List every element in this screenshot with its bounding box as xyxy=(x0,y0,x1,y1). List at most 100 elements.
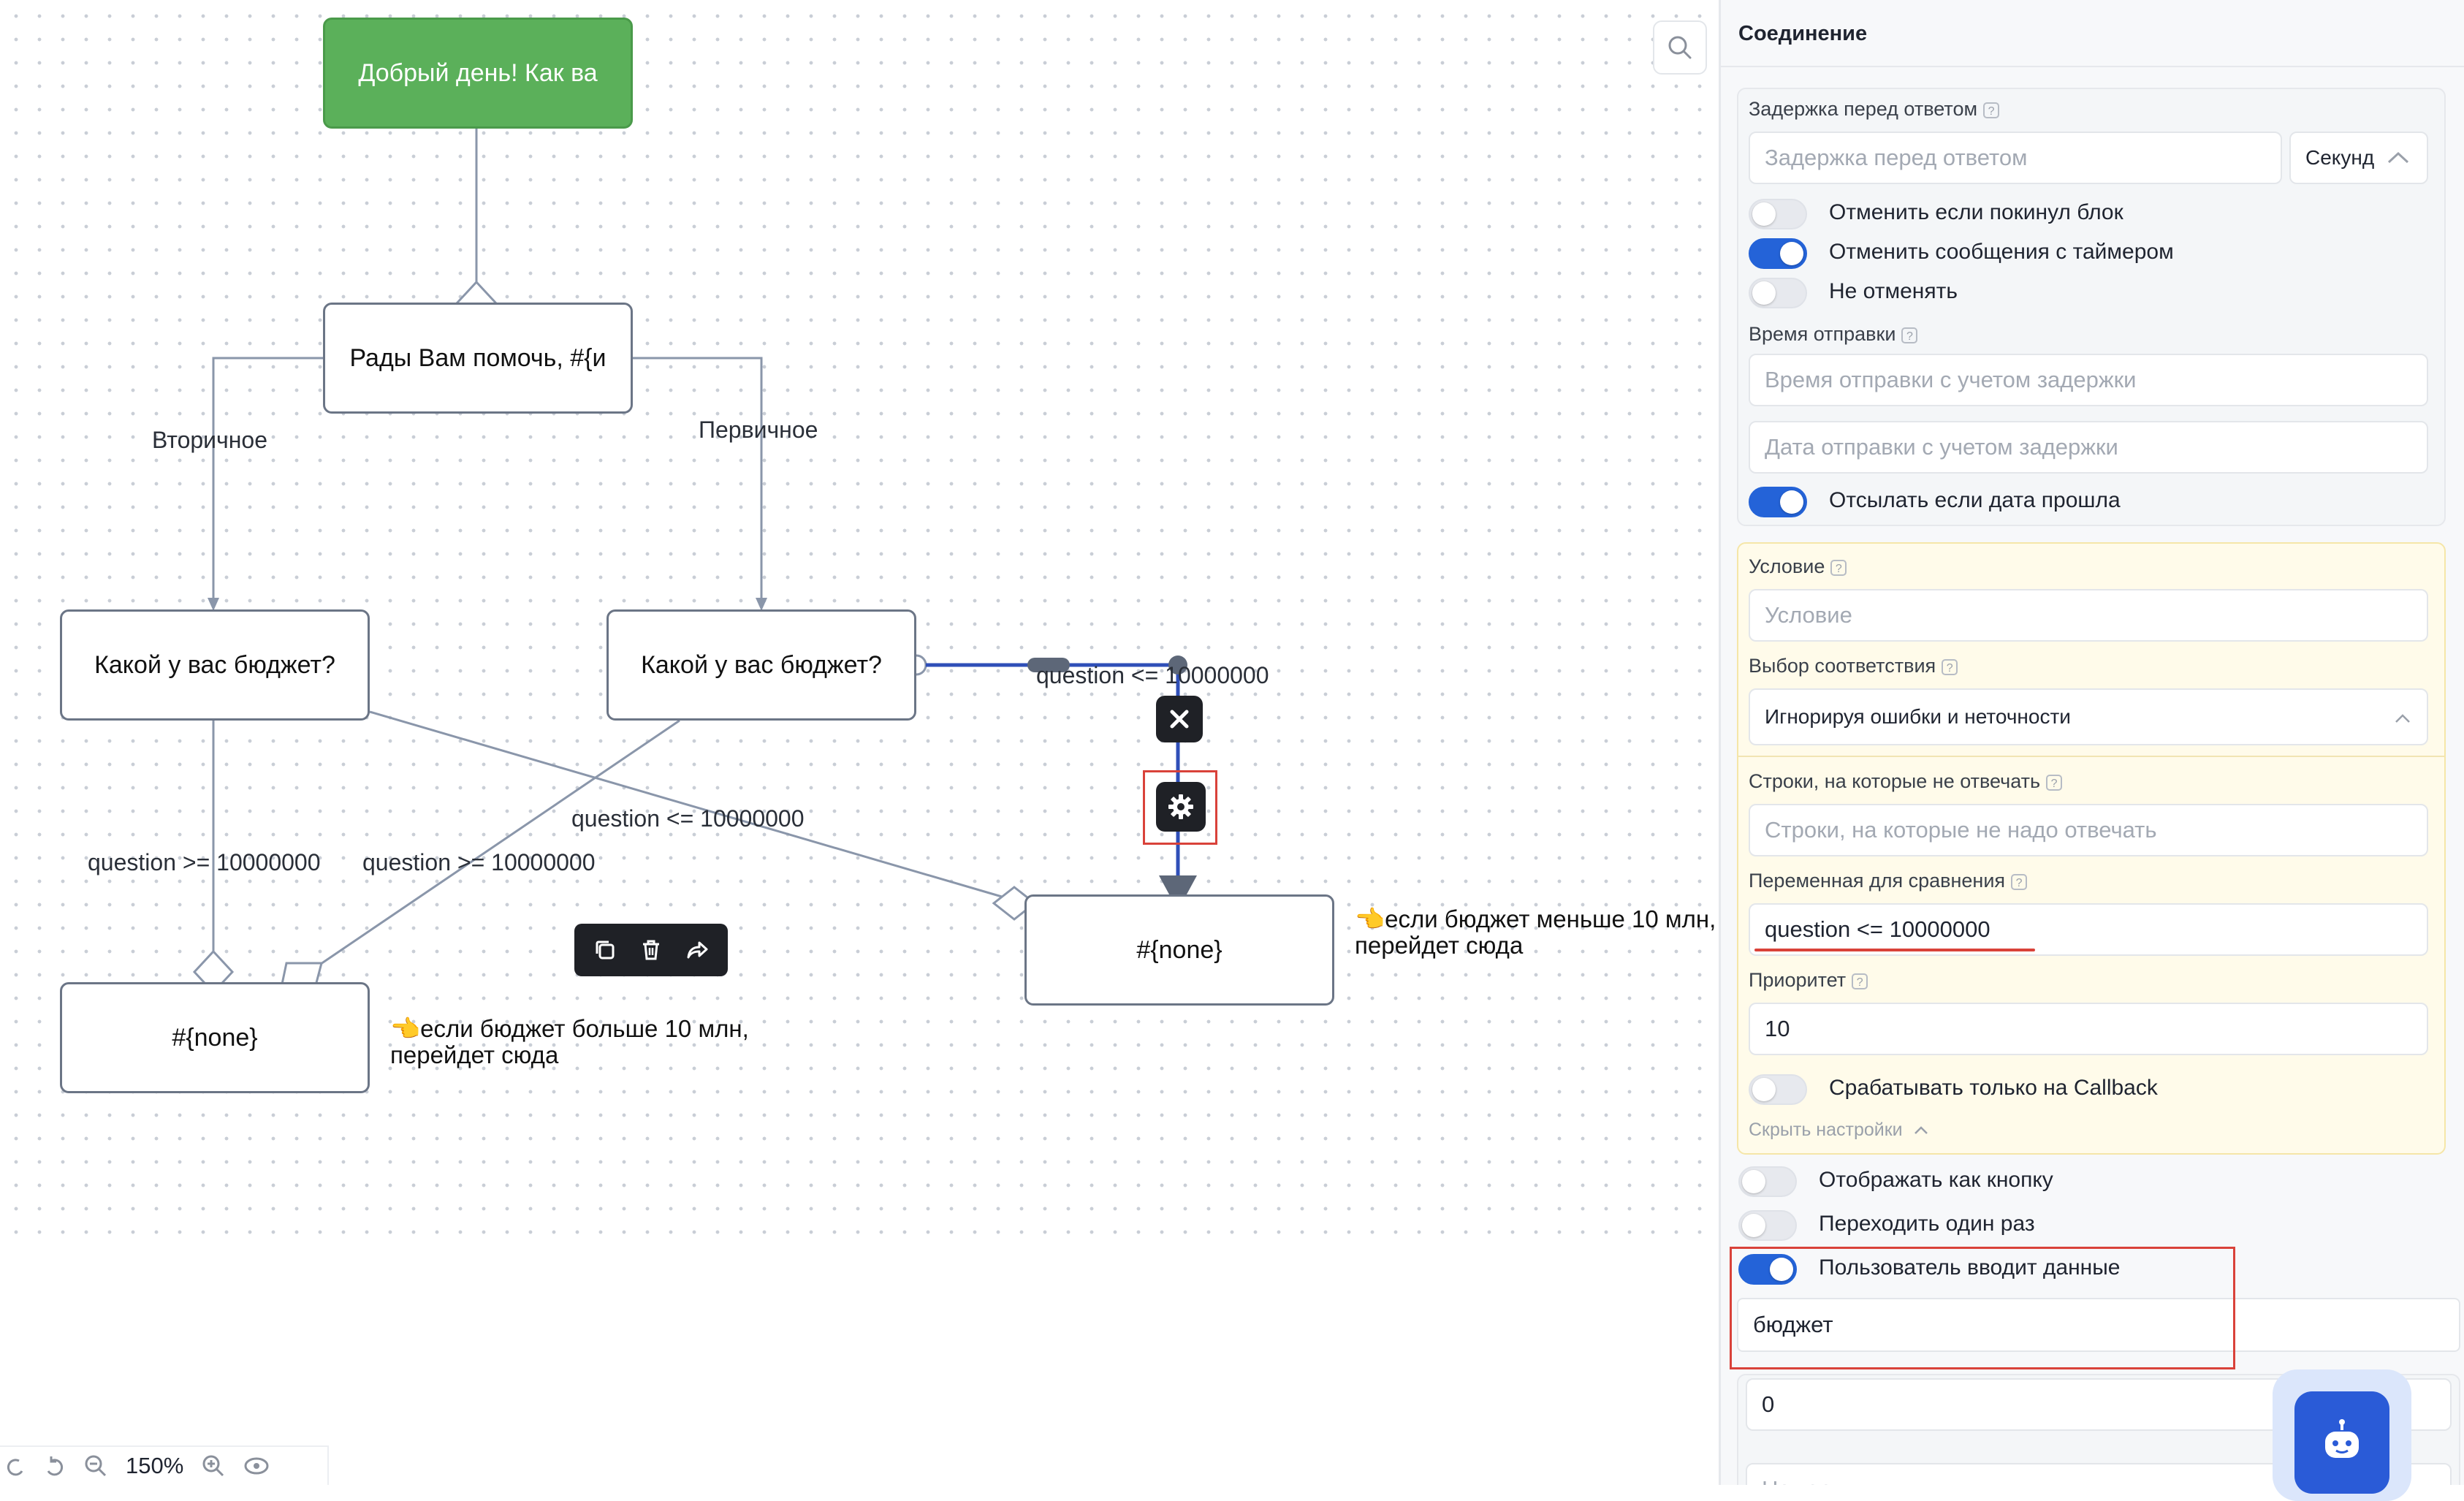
assistant-bot-button[interactable] xyxy=(2294,1391,2389,1494)
toggle-show-as-button[interactable] xyxy=(1738,1166,1797,1197)
priority-input[interactable]: 10 xyxy=(1749,1003,2428,1055)
condition-card: Условие? Условие Выбор соответствия? Игн… xyxy=(1737,542,2446,1155)
copy-icon xyxy=(596,940,615,960)
note-left[interactable]: 👈если бюджет больше 10 млн, перейдет сюд… xyxy=(390,1016,749,1068)
label-no-cancel: Не отменять xyxy=(1829,279,1958,303)
label-callback-only: Срабатывать только на Callback xyxy=(1829,1076,2158,1100)
zoom-controls: 150% xyxy=(0,1445,329,1485)
skip-lines-label: Строки, на которые не отвечать? xyxy=(1749,770,2063,793)
compare-var-input[interactable]: question <= 10000000 xyxy=(1749,903,2428,956)
canvas-search-button[interactable] xyxy=(1653,20,1707,75)
label-send-if-past: Отсылать если дата прошла xyxy=(1829,488,2121,512)
node-budget-left-text: Какой у вас бюджет? xyxy=(94,650,335,679)
share-node-button[interactable] xyxy=(679,932,715,968)
delay-label: Задержка перед ответом? xyxy=(1749,98,2000,121)
help-icon[interactable]: ? xyxy=(1852,973,1868,989)
hide-settings-link[interactable]: Скрыть настройки xyxy=(1749,1120,1928,1141)
highlight-user-input xyxy=(1730,1247,2235,1369)
label-cancel-timer-messages: Отменить сообщения с таймером xyxy=(1829,240,2174,264)
node-none-left[interactable]: #{none} xyxy=(60,982,370,1093)
delay-input[interactable]: Задержка перед ответом xyxy=(1749,132,2282,184)
delay-card: Задержка перед ответом? Задержка перед о… xyxy=(1737,88,2446,526)
extra-value: 0 xyxy=(1762,1391,1775,1417)
edge-label-primary[interactable]: Первичное xyxy=(699,417,818,443)
toggle-no-cancel[interactable] xyxy=(1749,278,1807,308)
zoom-level: 150% xyxy=(126,1453,184,1478)
node-none-right[interactable]: #{none} xyxy=(1024,894,1334,1006)
skip-lines-label-text: Строки, на которые не отвечать xyxy=(1749,770,2041,792)
edge-label-secondary[interactable]: Вторичное xyxy=(152,427,267,453)
node-help-text: Рады Вам помочь, #{и xyxy=(349,343,607,372)
toggle-send-if-past[interactable] xyxy=(1749,487,1807,517)
node-greeting-text: Добрый день! Как ва xyxy=(358,58,598,87)
connections-layer xyxy=(192,129,1197,995)
help-icon[interactable]: ? xyxy=(1901,327,1918,343)
delete-edge-button[interactable] xyxy=(1156,696,1203,742)
help-icon[interactable]: ? xyxy=(1830,559,1847,576)
search-icon xyxy=(1668,36,1692,59)
skip-lines-input[interactable]: Строки, на которые не надо отвечать xyxy=(1749,804,2428,856)
compare-var-value: question <= 10000000 xyxy=(1765,916,1990,942)
node-budget-right-text: Какой у вас бюджет? xyxy=(641,650,882,679)
help-icon[interactable]: ? xyxy=(2011,873,2028,890)
compare-var-label: Переменная для сравнения? xyxy=(1749,870,2028,892)
label-go-once: Переходить один раз xyxy=(1819,1212,2035,1236)
delete-node-button[interactable] xyxy=(633,932,669,968)
variable-input[interactable]: бюджет xyxy=(1737,1298,2460,1352)
match-select-value: Игнорируя ошибки и неточности xyxy=(1765,705,2071,728)
edge-label-ge-left[interactable]: question >= 10000000 xyxy=(88,849,321,875)
node-greeting[interactable]: Добрый день! Как ва xyxy=(323,18,633,129)
help-icon[interactable]: ? xyxy=(2046,774,2063,791)
toggle-cancel-timer-messages[interactable] xyxy=(1749,238,1807,269)
eye-icon[interactable] xyxy=(243,1455,270,1477)
condition-label: Условие? xyxy=(1749,555,1847,578)
toggle-callback-only[interactable] xyxy=(1749,1074,1807,1105)
toggle-go-once[interactable] xyxy=(1738,1210,1797,1241)
note-right-line2: перейдет сюда xyxy=(1355,932,1524,959)
zoom-out-icon[interactable] xyxy=(83,1454,108,1478)
edge-label-le-cross[interactable]: question <= 10000000 xyxy=(571,805,805,832)
delay-unit-value: Секунд xyxy=(2305,146,2375,169)
copy-button[interactable] xyxy=(587,932,623,968)
robot-icon xyxy=(2325,1419,2359,1458)
note-right[interactable]: 👈если бюджет меньше 10 млн, перейдет сюд… xyxy=(1355,906,1716,959)
match-select[interactable]: Игнорируя ошибки и неточности xyxy=(1749,688,2428,745)
share-arrow-icon xyxy=(687,941,708,959)
send-time-input[interactable]: Время отправки с учетом задержки xyxy=(1749,354,2428,406)
variable-value: бюджет xyxy=(1753,1312,1833,1337)
edge-left-le xyxy=(369,710,1015,902)
help-icon[interactable]: ? xyxy=(1942,658,1958,675)
toggle-cancel-left-block[interactable] xyxy=(1749,199,1807,229)
node-help[interactable]: Рады Вам помочь, #{и xyxy=(323,303,633,414)
condition-label-text: Условие xyxy=(1749,555,1825,577)
node-budget-left[interactable]: Какой у вас бюджет? xyxy=(60,609,370,721)
label-show-as-button: Отображать как кнопку xyxy=(1819,1168,2053,1192)
panel-title: Соединение xyxy=(1738,22,1868,45)
zoom-in-icon[interactable] xyxy=(201,1454,226,1478)
node-budget-right[interactable]: Какой у вас бюджет? xyxy=(607,609,916,721)
undo-icon[interactable] xyxy=(4,1455,26,1477)
send-time-label-text: Время отправки xyxy=(1749,323,1896,345)
delay-label-text: Задержка перед ответом xyxy=(1749,98,1978,120)
node-none-left-text: #{none} xyxy=(172,1023,258,1052)
condition-input[interactable]: Условие xyxy=(1749,589,2428,642)
edge-label-ge-right[interactable]: question >= 10000000 xyxy=(362,849,596,875)
label-user-input: Пользователь вводит данные xyxy=(1819,1255,2121,1280)
help-icon[interactable]: ? xyxy=(1983,102,2000,118)
toggle-user-input[interactable] xyxy=(1738,1254,1797,1285)
edge-label-le-selected[interactable]: question <= 10000000 xyxy=(1036,662,1269,688)
chevron-up-icon xyxy=(2395,714,2410,723)
red-underline xyxy=(1754,949,2035,951)
gear-icon xyxy=(1168,794,1193,819)
redo-icon[interactable] xyxy=(44,1455,66,1477)
divider xyxy=(1738,756,2444,757)
note-left-line1: если бюджет больше 10 млн, xyxy=(420,1015,749,1042)
send-time-label: Время отправки? xyxy=(1749,323,1918,346)
hide-settings-text: Скрыть настройки xyxy=(1749,1120,1903,1140)
send-date-input[interactable]: Дата отправки с учетом задержки xyxy=(1749,421,2428,474)
pointing-hand-icon: 👈 xyxy=(390,1015,421,1042)
edge-primary xyxy=(631,357,763,601)
delay-unit-select[interactable]: Секунд xyxy=(2289,132,2428,184)
edge-settings-button[interactable] xyxy=(1156,782,1206,832)
chevron-up-icon xyxy=(2388,151,2409,164)
